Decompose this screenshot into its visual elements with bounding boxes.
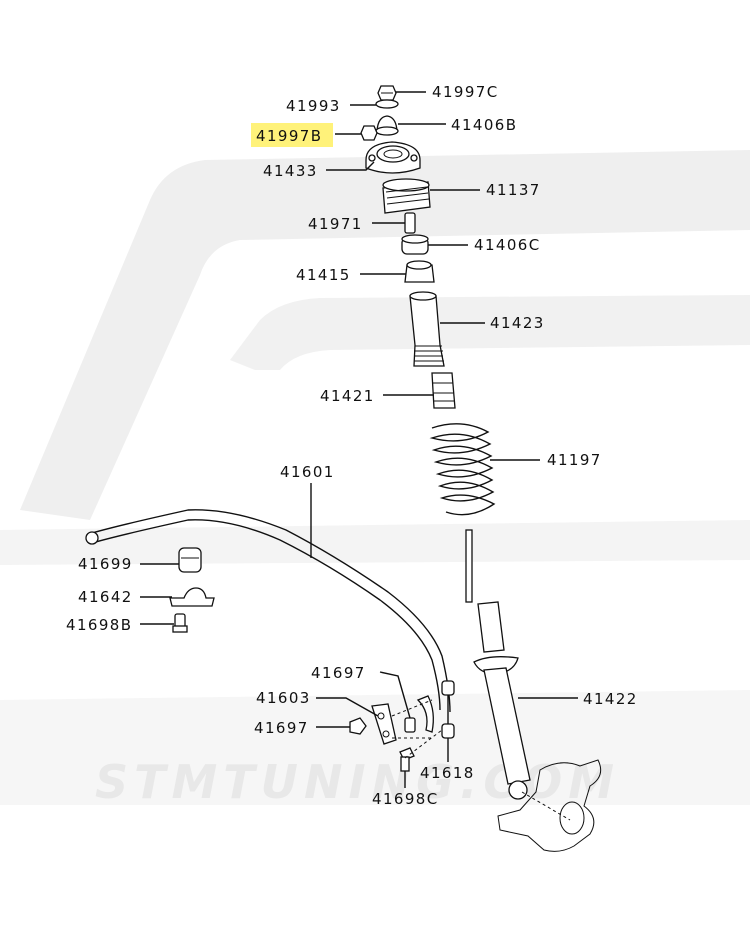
label-41642[interactable]: 41642 bbox=[78, 588, 133, 606]
bolt-41698B[interactable] bbox=[172, 613, 188, 633]
label-41971[interactable]: 41971 bbox=[308, 215, 363, 233]
bushing-41406B[interactable] bbox=[375, 115, 399, 136]
label-41406B[interactable]: 41406B bbox=[451, 116, 517, 134]
label-41698B[interactable]: 41698B bbox=[66, 616, 132, 634]
insulator-41415[interactable] bbox=[404, 260, 435, 283]
watermark-logo: STMTUNING.COM bbox=[0, 150, 750, 809]
label-41697-upper[interactable]: 41697 bbox=[311, 664, 366, 682]
highlight-41997B bbox=[251, 123, 333, 147]
part-labels: 41997C 41993 41406B 41997B 41433 41137 4… bbox=[66, 83, 638, 808]
bushing-41699[interactable] bbox=[178, 547, 202, 573]
bracket-41642[interactable] bbox=[169, 587, 215, 607]
link-guide-line-c bbox=[404, 729, 443, 759]
label-41406C[interactable]: 41406C bbox=[474, 236, 541, 254]
coil-spring-41197[interactable] bbox=[429, 423, 496, 516]
washer-41993[interactable] bbox=[375, 99, 399, 109]
label-41422[interactable]: 41422 bbox=[583, 690, 638, 708]
bushing-41406C[interactable] bbox=[401, 234, 429, 255]
label-41997C[interactable]: 41997C bbox=[432, 83, 499, 101]
collar-41971[interactable] bbox=[404, 212, 416, 234]
label-41421[interactable]: 41421 bbox=[320, 387, 375, 405]
dust-boot-41423[interactable] bbox=[409, 291, 445, 367]
strut-mount-41433[interactable] bbox=[365, 141, 421, 174]
link-guide-line-a bbox=[391, 699, 433, 717]
label-41197[interactable]: 41197 bbox=[547, 451, 602, 469]
label-41415[interactable]: 41415 bbox=[296, 266, 351, 284]
stabilizer-link-41618[interactable] bbox=[416, 680, 455, 739]
label-41699[interactable]: 41699 bbox=[78, 555, 133, 573]
leader-lines bbox=[140, 91, 578, 788]
bracket-41603[interactable] bbox=[371, 703, 397, 745]
label-41137[interactable]: 41137 bbox=[486, 181, 541, 199]
label-41697-lower[interactable]: 41697 bbox=[254, 719, 309, 737]
label-41993[interactable]: 41993 bbox=[286, 97, 341, 115]
nut-41697b[interactable] bbox=[349, 717, 367, 735]
label-41423[interactable]: 41423 bbox=[490, 314, 545, 332]
label-41601[interactable]: 41601 bbox=[280, 463, 335, 481]
nut-41997B[interactable] bbox=[360, 125, 378, 141]
label-41433[interactable]: 41433 bbox=[263, 162, 318, 180]
watermark-text: STMTUNING.COM bbox=[95, 755, 620, 809]
label-41603[interactable]: 41603 bbox=[256, 689, 311, 707]
nut-41997C[interactable] bbox=[377, 85, 397, 101]
shock-absorber-41422[interactable] bbox=[465, 529, 531, 800]
label-41618[interactable]: 41618 bbox=[420, 764, 475, 782]
bump-stop-41421[interactable] bbox=[431, 372, 456, 409]
stabilizer-bar-41601[interactable] bbox=[85, 509, 451, 713]
label-41698C[interactable]: 41698C bbox=[372, 790, 439, 808]
spring-seat-41137[interactable] bbox=[382, 178, 431, 214]
label-41997B[interactable]: 41997B bbox=[256, 127, 322, 145]
steering-knuckle bbox=[497, 759, 602, 852]
bolt-41697a[interactable] bbox=[404, 717, 416, 733]
